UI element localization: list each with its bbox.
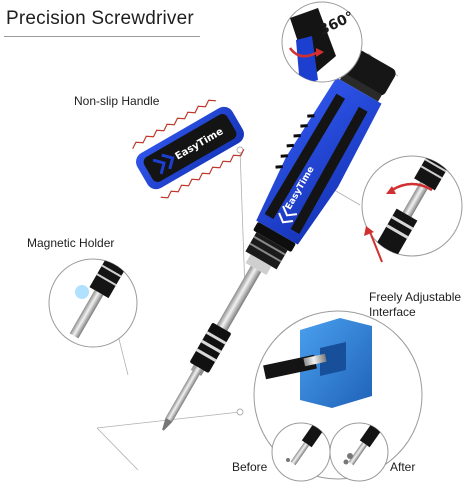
label-magnetic-holder: Magnetic Holder xyxy=(27,236,115,250)
label-freely-adjustable: Freely Adjustable Interface xyxy=(369,290,461,320)
title-underline xyxy=(4,36,200,37)
label-freely-adjustable-line2: Interface xyxy=(369,305,416,319)
label-after: After xyxy=(390,460,416,474)
handle-detail: EasyTime xyxy=(132,99,245,199)
adjustable-detail xyxy=(361,155,463,263)
label-non-slip-handle: Non-slip Handle xyxy=(74,94,160,108)
label-freely-adjustable-line1: Freely Adjustable xyxy=(369,290,462,304)
rotation-detail: 360° xyxy=(281,1,363,83)
label-before: Before xyxy=(232,460,268,474)
magnetizer-detail xyxy=(253,310,423,482)
screwdriver: EasyTime xyxy=(162,49,396,431)
magnetic-detail xyxy=(48,258,138,348)
page-title: Precision Screwdriver xyxy=(6,8,194,29)
